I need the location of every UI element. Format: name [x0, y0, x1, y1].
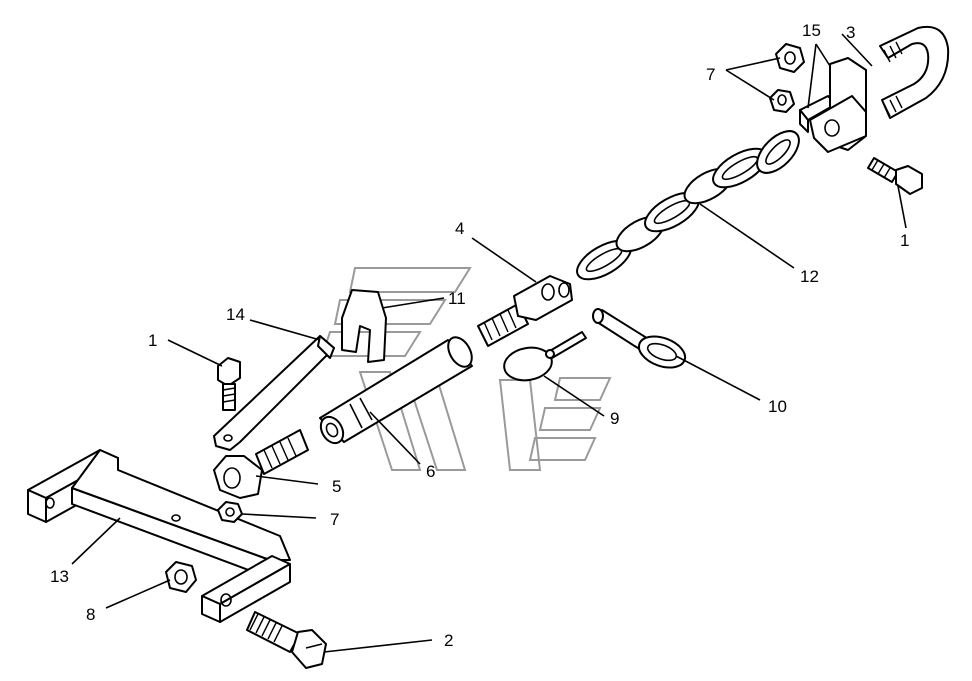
- callout-5: 5: [332, 477, 341, 496]
- callout-6: 6: [426, 462, 435, 481]
- callout-3: 3: [846, 23, 855, 42]
- callout-15: 15: [802, 21, 821, 40]
- leader-lines: [71, 33, 907, 653]
- callout-14: 14: [226, 305, 245, 324]
- callout-9: 9: [610, 409, 619, 428]
- part-13-frame: [27, 449, 291, 623]
- part-11-clip: [341, 289, 387, 363]
- part-1-bolt-left: [217, 357, 241, 411]
- part-12-chain: [576, 130, 800, 281]
- part-10-pin: [592, 308, 687, 369]
- part-7-nut-bottom: [217, 501, 243, 523]
- callout-7-bottom: 7: [330, 510, 339, 529]
- callout-13: 13: [50, 567, 69, 586]
- part-4-fork-end: [477, 275, 573, 347]
- part-7-nuts-top: [769, 43, 805, 113]
- part-1-bolt-right: [867, 157, 923, 195]
- callout-11: 11: [448, 289, 466, 308]
- callout-4: 4: [455, 219, 464, 238]
- part-15-bracket: [799, 57, 867, 153]
- callout-12: 12: [800, 267, 819, 286]
- callout-10: 10: [768, 397, 787, 416]
- callout-7-top: 7: [706, 65, 715, 84]
- callout-8: 8: [86, 605, 95, 624]
- part-8-nut: [165, 561, 197, 593]
- callout-labels: 1 1 2 3 4 5 6 7 7 8 9 10 11 12 13 14 15: [50, 21, 909, 650]
- part-6-tube: [319, 336, 473, 445]
- part-14-bracket: [213, 335, 335, 451]
- callout-1-left: 1: [148, 331, 157, 350]
- callout-1-right: 1: [900, 231, 909, 250]
- callout-2: 2: [444, 631, 453, 650]
- part-2-bolt: [246, 611, 327, 669]
- part-9-ring-pin: [503, 331, 587, 382]
- part-3-u-bolt: [879, 26, 950, 119]
- part-5-fork-end: [213, 429, 309, 499]
